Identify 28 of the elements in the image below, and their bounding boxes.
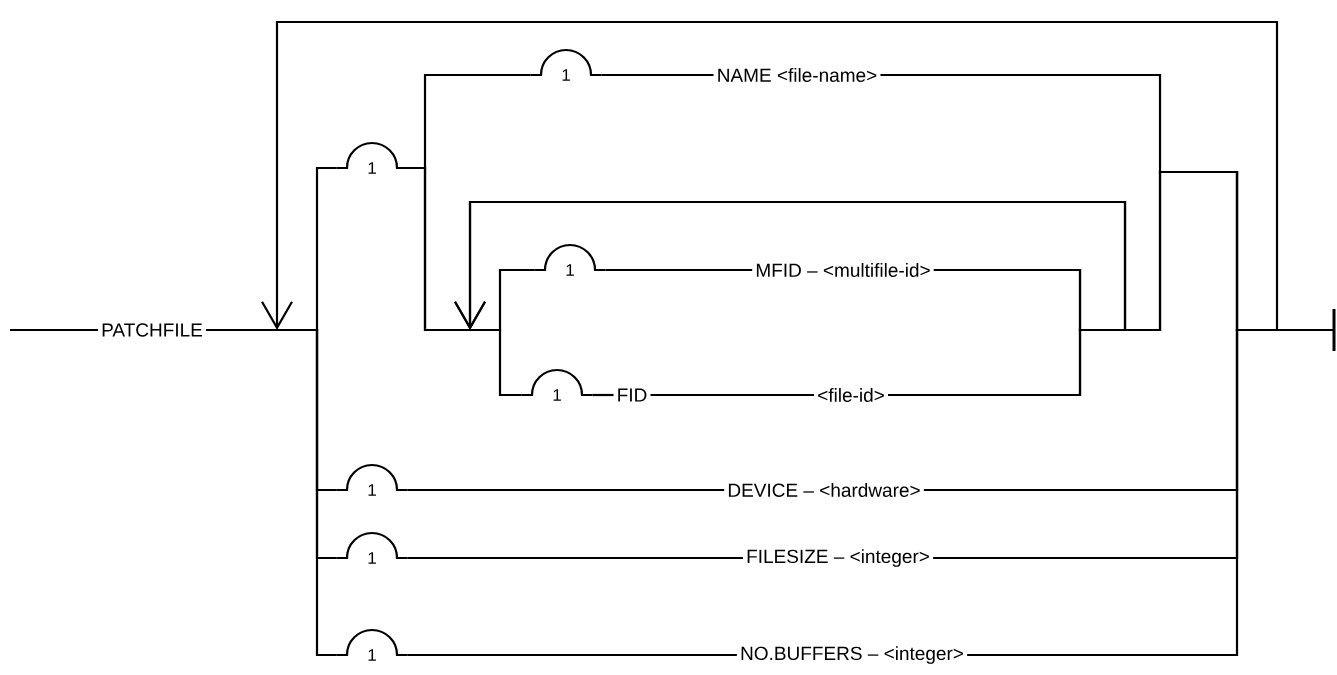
loop-arrow — [261, 20, 1333, 332]
syntax-term: FILESIZE – <integer> — [747, 549, 929, 567]
connector-line — [650, 393, 814, 397]
bridge-hump: 1 — [337, 463, 407, 496]
bridge-hump: 1 — [337, 141, 407, 174]
syntax-term: DEVICE – <hardware> — [728, 483, 920, 497]
connector-line — [601, 73, 714, 77]
connector-line — [407, 556, 743, 560]
bridge-hump: 1 — [535, 243, 605, 276]
connector-line — [206, 328, 337, 657]
connector-line — [10, 328, 98, 332]
syntax-term: MFID – <multifile-id> — [756, 263, 930, 277]
end-bar — [1332, 309, 1336, 351]
syntax-term: NO.BUFFERS – <integer> — [741, 646, 963, 664]
connector-line — [605, 268, 753, 272]
bridge-hump: 1 — [531, 48, 601, 81]
connector-line — [407, 166, 522, 397]
bridge-hump: 1 — [337, 531, 407, 564]
syntax-term: NAME <file-name> — [718, 68, 877, 82]
bridge-hump: 1 — [337, 628, 407, 661]
connector-line — [407, 653, 737, 657]
bridge-hump: 1 — [522, 368, 592, 401]
syntax-term: FID — [618, 388, 647, 402]
syntax-term: PATCHFILE — [102, 323, 203, 337]
loop-arrow — [454, 200, 1127, 397]
connector-line — [407, 488, 725, 492]
syntax-term: <file-id> — [818, 388, 884, 402]
connector-line — [592, 393, 614, 397]
